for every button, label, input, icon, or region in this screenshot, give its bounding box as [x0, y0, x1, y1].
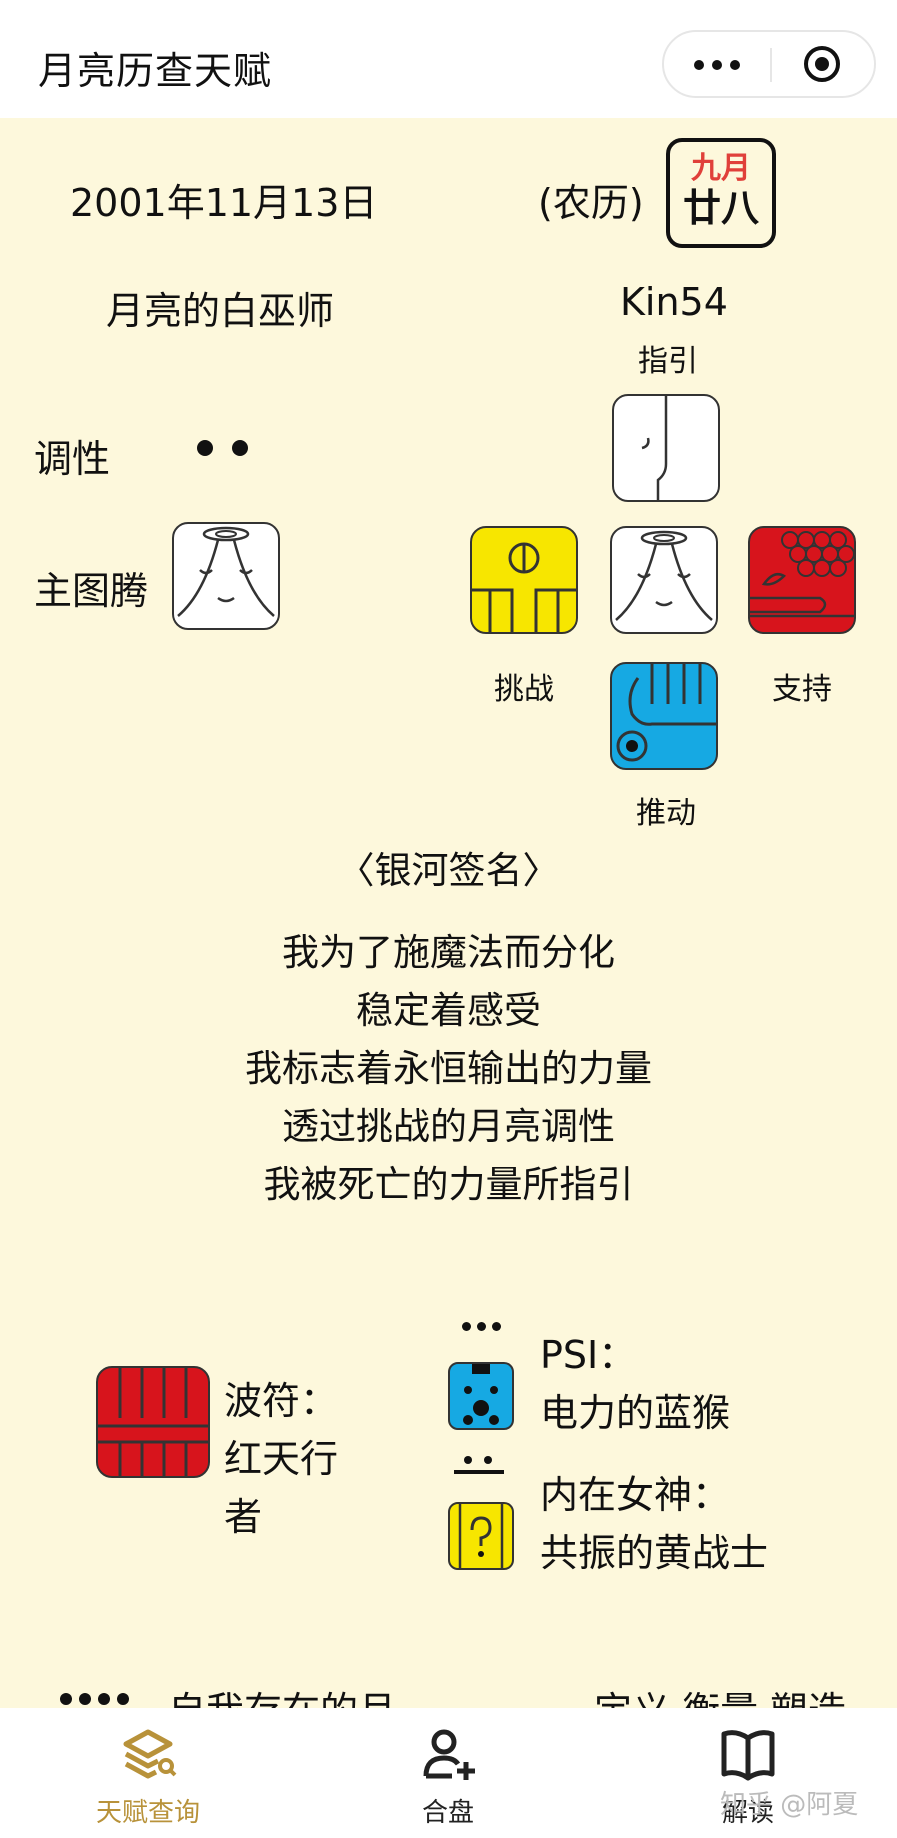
wavespell-value: 红天行: [224, 1437, 339, 1481]
close-target-icon[interactable]: [804, 46, 840, 82]
signature-title: 〈银河签名〉: [337, 849, 560, 892]
watermark: 知乎 @阿夏: [720, 1790, 859, 1820]
psi-tone-dots: [462, 1322, 506, 1332]
main-totem-label: 主图腾: [34, 569, 149, 613]
wavespell-value: 者: [224, 1495, 263, 1539]
tab-interpret[interactable]: 解读: [648, 1708, 848, 1829]
tab-match[interactable]: 合盘: [348, 1708, 548, 1829]
gregorian-date: 2001年11月13日: [70, 181, 378, 225]
goddess-tone-glyph: [454, 1456, 508, 1476]
wavespell-label: 波符：: [224, 1379, 339, 1423]
tone-label: 调性: [34, 437, 111, 481]
goddess-label: 内在女神：: [540, 1473, 731, 1517]
tab-talent-query[interactable]: 天赋查询: [48, 1708, 248, 1829]
challenge-seal-icon: [470, 526, 578, 634]
miniprogram-capsule: [662, 30, 876, 98]
psi-label: PSI：: [540, 1333, 637, 1377]
main-totem-seal-icon: [172, 522, 280, 630]
app-title: 月亮历查天赋: [38, 49, 273, 93]
signature-line: 稳定着感受: [356, 989, 541, 1032]
challenge-label: 挑战: [494, 672, 554, 707]
support-seal-icon: [748, 526, 856, 634]
more-menu-icon[interactable]: [694, 54, 744, 76]
lunar-month: 九月: [691, 151, 751, 186]
push-seal-icon: [610, 662, 718, 770]
book-icon: [721, 1730, 775, 1781]
tab-label: 合盘: [421, 1798, 474, 1828]
signature-line: 我标志着永恒输出的力量: [245, 1047, 652, 1090]
tab-label: 解读: [721, 1798, 774, 1828]
signature-line: 透过挑战的月亮调性: [282, 1105, 615, 1148]
goddess-seal-icon: [448, 1502, 514, 1570]
lunar-label: (农历): [538, 181, 644, 225]
capsule-divider: [770, 48, 772, 82]
tab-label: 天赋查询: [95, 1798, 200, 1828]
guide-label: 指引: [638, 344, 698, 379]
add-user-icon: [423, 1729, 475, 1780]
signature-line: 我为了施魔法而分化: [282, 931, 615, 974]
layers-search-icon: [123, 1729, 177, 1779]
tone-dot: [197, 440, 213, 456]
guide-seal-icon: [612, 394, 720, 502]
psi-seal-icon: [448, 1362, 514, 1430]
center-seal-icon: [610, 526, 718, 634]
lunar-day: 廿八: [682, 186, 759, 230]
goddess-value: 共振的黄战士: [540, 1531, 769, 1575]
bottom-tab-bar: 天赋查询 合盘 解读: [0, 1708, 897, 1838]
kin-number: Kin54: [620, 280, 728, 324]
signature-line: 我被死亡的力量所指引: [263, 1163, 634, 1206]
kin-name: 月亮的白巫师: [106, 289, 335, 333]
next-tone-dots: [60, 1693, 132, 1705]
psi-value: 电力的蓝猴: [540, 1391, 731, 1435]
support-label: 支持: [772, 672, 832, 707]
wavespell-seal-icon: [96, 1366, 210, 1478]
tone-dot: [232, 440, 248, 456]
push-label: 推动: [636, 796, 696, 831]
lunar-date-badge: 九月 廿八: [666, 138, 776, 248]
